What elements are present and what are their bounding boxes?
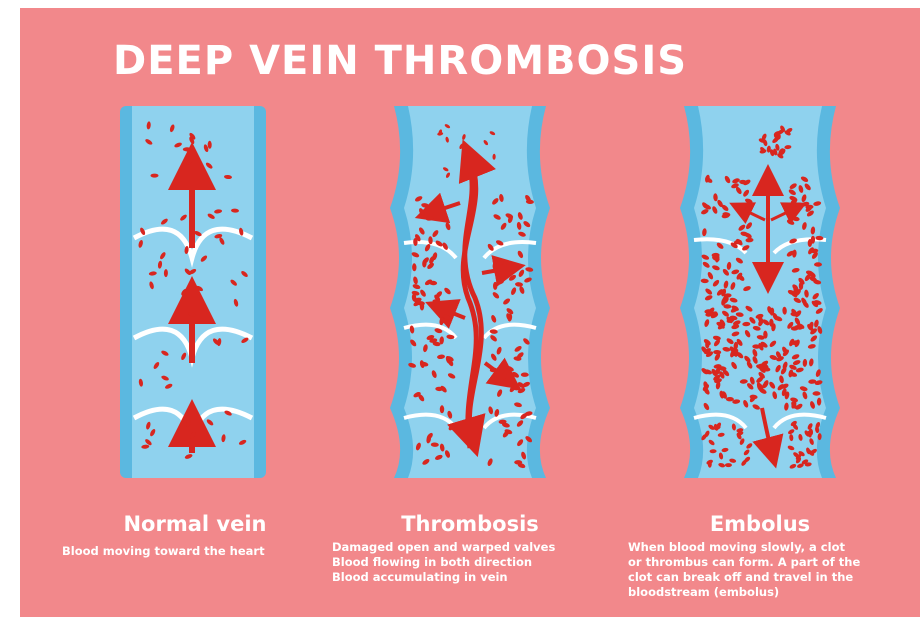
blood-cell [799,282,803,290]
description-line: bloodstream (embolus) [628,585,860,600]
blood-cell [151,174,159,178]
embolus-vein [680,106,840,478]
blood-cell [514,460,522,464]
description-normal-vein: Blood moving toward the heart [62,544,265,559]
blood-cell [813,391,821,395]
description-line: Blood moving toward the heart [62,544,265,559]
blood-cell [440,405,444,413]
blood-cell [814,262,822,266]
description-embolus: When blood moving slowly, a clot or thro… [628,540,860,600]
heading-normal-vein: Normal vein [80,512,310,536]
description-line: Blood flowing in both direction [332,555,555,570]
blood-cell [725,463,732,467]
normal-vein [120,106,266,478]
blood-cell [726,397,734,401]
thrombosis-vein [390,106,550,478]
dvt-poster: DEEP VEIN THROMBOSIS [20,8,920,617]
description-line: Blood accumulating in vein [332,570,555,585]
heading-embolus: Embolus [660,512,860,536]
description-line: Damaged open and warped valves [332,540,555,555]
heading-thrombosis: Thrombosis [360,512,580,536]
description-thrombosis: Damaged open and warped valves Blood flo… [332,540,555,585]
description-line: clot can break off and travel in the [628,570,860,585]
description-line: When blood moving slowly, a clot [628,540,860,555]
description-line: or thrombus can form. A part of the [628,555,860,570]
